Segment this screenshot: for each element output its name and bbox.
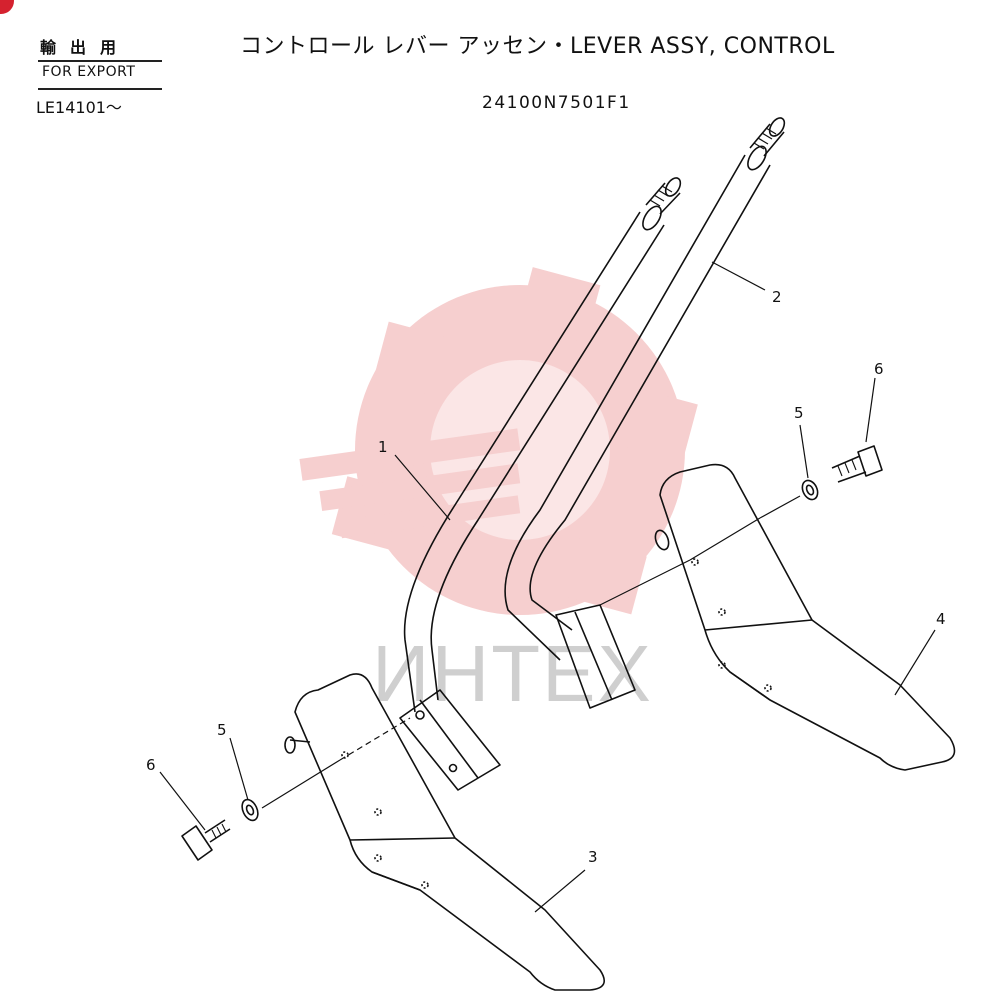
serial-range: LE14101～ <box>36 98 122 117</box>
callout-4: 4 <box>936 610 946 628</box>
pedal-3 <box>284 673 606 991</box>
assembly-lines <box>261 495 801 809</box>
bolt-6-left <box>181 819 231 861</box>
washer-5-right <box>801 479 819 501</box>
lever-1 <box>399 177 682 791</box>
callout-1: 1 <box>378 438 388 456</box>
leader-lines <box>159 261 936 913</box>
diagram-title: コントロール レバー アッセン・LEVER ASSY, CONTROL <box>240 34 835 59</box>
lever-2 <box>504 117 786 709</box>
header-divider <box>38 60 162 62</box>
callout-5-left: 5 <box>217 721 227 739</box>
washer-5-left <box>241 798 259 822</box>
callout-6-right: 6 <box>874 360 884 378</box>
callout-5-right: 5 <box>794 404 804 422</box>
header-divider <box>38 88 162 90</box>
callout-2: 2 <box>772 288 782 306</box>
watermark-text: ИНТЕХ <box>372 629 653 718</box>
bolt-6-right <box>831 445 883 483</box>
export-label-en: FOR EXPORT <box>42 64 136 80</box>
callout-6-left: 6 <box>146 756 156 774</box>
callout-3: 3 <box>588 848 598 866</box>
callout-numbers: 1 2 3 4 5 6 5 6 <box>146 288 946 866</box>
part-number: 24100N7501F1 <box>482 93 631 113</box>
export-label-jp: 輸出用 <box>40 38 131 57</box>
pedal-4 <box>654 463 956 771</box>
